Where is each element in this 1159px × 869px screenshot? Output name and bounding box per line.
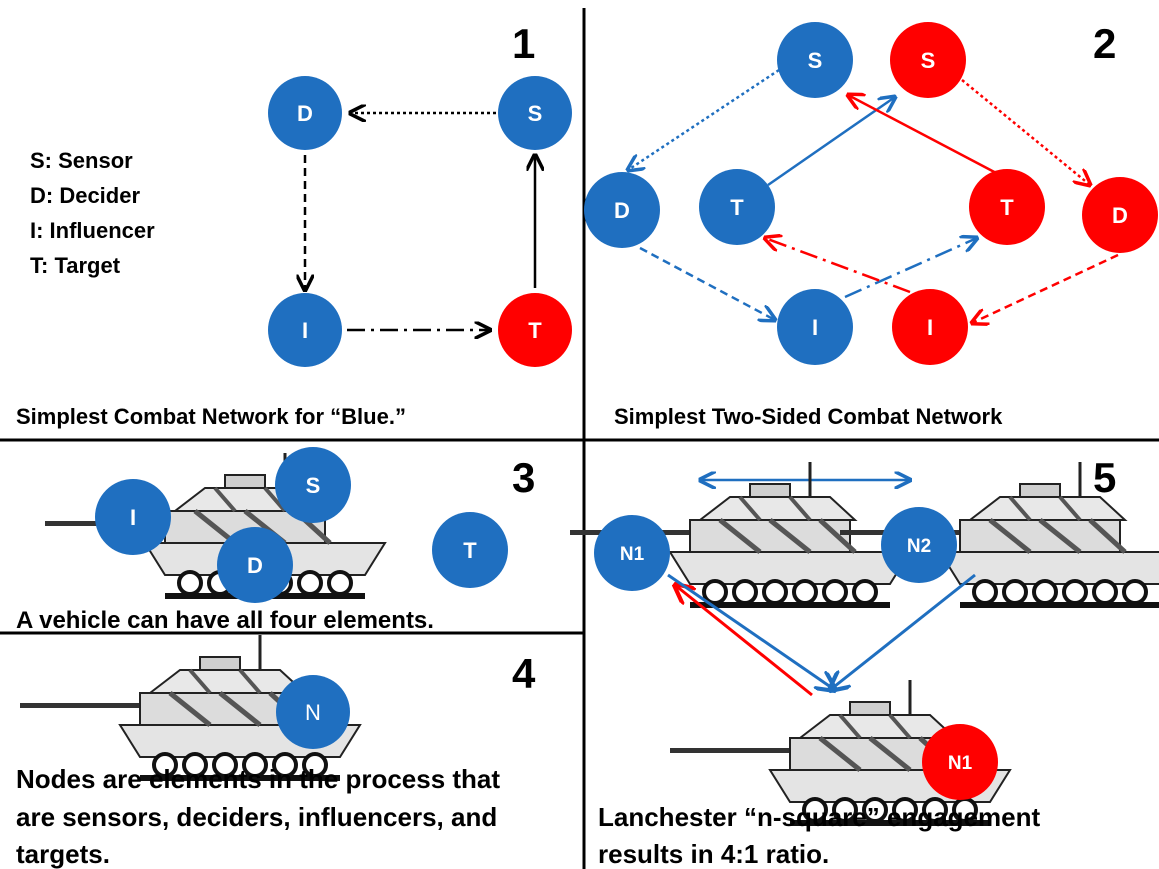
- p1-node-i: I: [268, 293, 342, 367]
- p1-node-s: S: [498, 76, 572, 150]
- p2-node-blue-d: D: [584, 172, 660, 248]
- p2-edge-bd-to-bi: [639, 246, 775, 320]
- panel-4: 4 N Nodes are elements in the process th…: [16, 635, 536, 869]
- p2-node-blue-i: I: [777, 289, 853, 365]
- svg-text:N: N: [305, 700, 321, 725]
- panel-4-caption-line-3: targets.: [16, 839, 110, 869]
- p5-edge-n2-to-target: [830, 573, 976, 690]
- p2-edge-rd-to-ri: [972, 253, 1119, 323]
- svg-text:T: T: [730, 195, 744, 220]
- p2-node-blue-t: T: [699, 169, 775, 245]
- panel-3: 3 I S D T A vehicle can have all four el…: [16, 447, 535, 634]
- svg-text:S: S: [808, 48, 823, 73]
- p2-node-red-s: S: [890, 22, 966, 98]
- p2-edge-rs-to-rd: [961, 79, 1090, 185]
- p5-edge-rn1-to-n1: [675, 585, 813, 697]
- p2-node-blue-s: S: [777, 22, 853, 98]
- panel-4-caption-line-2: are sensors, deciders, influencers, and: [16, 802, 497, 832]
- svg-text:I: I: [927, 315, 933, 340]
- panel-5-caption-line-1: Lanchester “n-square” engagement: [598, 802, 1040, 832]
- p5-node-blue-n2: N2: [881, 507, 957, 583]
- svg-text:D: D: [614, 198, 630, 223]
- p2-edge-bi-to-rt: [844, 238, 977, 299]
- legend-influencer: I: Influencer: [30, 218, 155, 243]
- p1-node-t: T: [498, 293, 572, 367]
- svg-text:T: T: [1000, 195, 1014, 220]
- svg-text:T: T: [528, 318, 542, 343]
- legend-target: T: Target: [30, 253, 121, 278]
- p3-node-s: S: [275, 447, 351, 523]
- svg-text:D: D: [297, 101, 313, 126]
- panel-2-caption: Simplest Two-Sided Combat Network: [614, 404, 1003, 429]
- svg-text:N1: N1: [948, 753, 973, 774]
- p3-node-d: D: [217, 527, 293, 603]
- p1-node-d: D: [268, 76, 342, 150]
- p2-node-red-i: I: [892, 289, 968, 365]
- p3-node-t: T: [432, 512, 508, 588]
- panel-5-number: 5: [1093, 454, 1116, 501]
- svg-text:S: S: [306, 473, 321, 498]
- svg-text:T: T: [463, 538, 477, 563]
- legend-sensor: S: Sensor: [30, 148, 133, 173]
- panel-1-number: 1: [512, 20, 535, 67]
- panel-5: 5 N1 N2 N1 Lanchester “n-square” engagem…: [570, 454, 1159, 869]
- panel-1: 1 S: Sensor D: Decider I: Influencer T: …: [16, 20, 572, 429]
- p4-node-n: N: [276, 675, 350, 749]
- panel-5-caption-line-2: results in 4:1 ratio.: [598, 839, 829, 869]
- svg-text:D: D: [247, 553, 263, 578]
- panel-2-number: 2: [1093, 20, 1116, 67]
- p2-node-red-d: D: [1082, 177, 1158, 253]
- svg-text:N2: N2: [907, 536, 931, 557]
- p5-edge-n1-to-target: [667, 573, 835, 690]
- p2-edge-bs-to-bd: [628, 68, 780, 170]
- p5-node-blue-n1: N1: [594, 515, 670, 591]
- svg-text:I: I: [130, 505, 136, 530]
- svg-text:D: D: [1112, 203, 1128, 228]
- svg-text:I: I: [812, 315, 818, 340]
- panel-2: 2 S S D T T D: [584, 20, 1158, 429]
- p2-edge-rt-to-bs: [848, 95, 1001, 177]
- legend-decider: D: Decider: [30, 183, 140, 208]
- svg-text:S: S: [528, 101, 543, 126]
- panel-4-caption-line-1: Nodes are elements in the process that: [16, 764, 500, 794]
- panel-3-caption: A vehicle can have all four elements.: [16, 607, 434, 634]
- p3-node-i: I: [95, 479, 171, 555]
- p5-node-red-n1: N1: [922, 724, 998, 800]
- p2-edge-ri-to-bt: [765, 238, 911, 294]
- panel-3-number: 3: [512, 454, 535, 501]
- svg-text:I: I: [302, 318, 308, 343]
- svg-text:N1: N1: [620, 544, 645, 565]
- panel-4-number: 4: [512, 650, 536, 697]
- panel-1-caption: Simplest Combat Network for “Blue.”: [16, 404, 406, 429]
- p2-node-red-t: T: [969, 169, 1045, 245]
- p2-edge-bt-to-rs: [767, 97, 895, 187]
- svg-text:S: S: [921, 48, 936, 73]
